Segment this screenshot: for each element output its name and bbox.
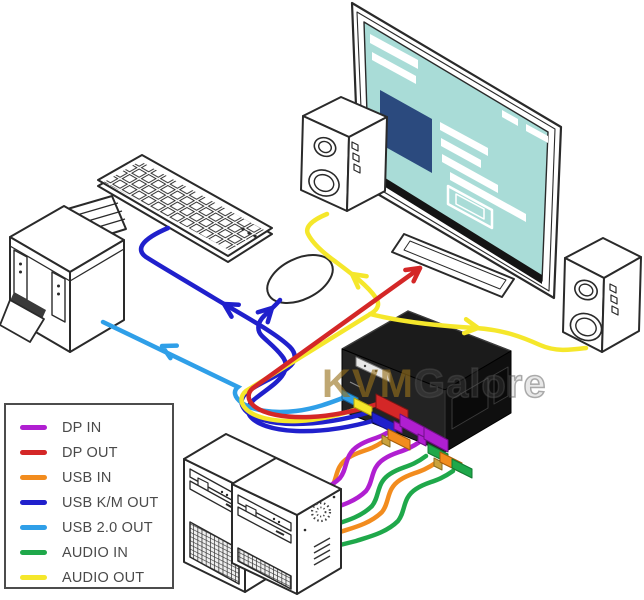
legend-label: USB IN [62,469,112,486]
legend-label: AUDIO IN [62,544,129,561]
kvm-switch-icon [341,310,512,453]
dp-in-plug-2 [423,426,449,453]
cable-arrows [159,265,481,361]
computer-2-icon [231,457,342,595]
usb20-out-swatch [20,525,47,530]
cable-usb-in-2 [327,459,440,539]
legend-row-dp-in: DP IN [20,415,172,440]
audio-out-swatch [20,575,47,580]
cable-usb20-printer [100,319,351,415]
cable-dp-out-monitor [246,265,423,420]
cable-audio-out-right [367,311,589,353]
mouse-icon [266,254,334,304]
legend-row-usb-km-out: USB K/M OUT [20,490,172,515]
cable-audio-out-left [239,211,381,424]
legend-row-dp-out: DP OUT [20,440,172,465]
dp-in-swatch [20,425,47,430]
cable-audio-in-1 [317,453,429,533]
keyboard-icon [97,154,273,263]
usb-km-out-swatch [20,500,47,505]
output-cables [100,211,589,434]
legend-label: DP IN [62,419,102,436]
audio-in-swatch [20,550,47,555]
cable-audio-in-2 [337,468,456,548]
screen-content [370,34,548,230]
dp-out-swatch [20,450,47,455]
legend-row-usb-in: USB IN [20,465,172,490]
cable-usb-km-mouse [245,297,379,434]
printer-icon [0,195,127,353]
legend-label: AUDIO OUT [62,569,145,586]
dp-out-port [355,356,391,383]
legend-label: USB 2.0 OUT [62,519,153,536]
legend-label: USB K/M OUT [62,494,159,511]
monitor-icon [350,1,563,300]
usb-in-plug-1 [387,428,411,451]
legend-label: DP OUT [62,444,118,461]
cable-legend: DP IN DP OUT USB IN USB K/M OUT USB 2.0 … [4,403,174,589]
legend-row-audio-in: AUDIO IN [20,540,172,565]
usb-in-swatch [20,475,47,480]
legend-row-audio-out: AUDIO OUT [20,565,172,590]
kvm-plugs [341,389,473,479]
monitor-stand [391,233,515,298]
cable-usb-km-keyboard [138,225,373,427]
left-speaker-icon [300,96,388,212]
legend-row-usb20-out: USB 2.0 OUT [20,515,172,540]
right-speaker-icon [562,237,642,353]
audio-in-plug-2 [451,458,473,479]
